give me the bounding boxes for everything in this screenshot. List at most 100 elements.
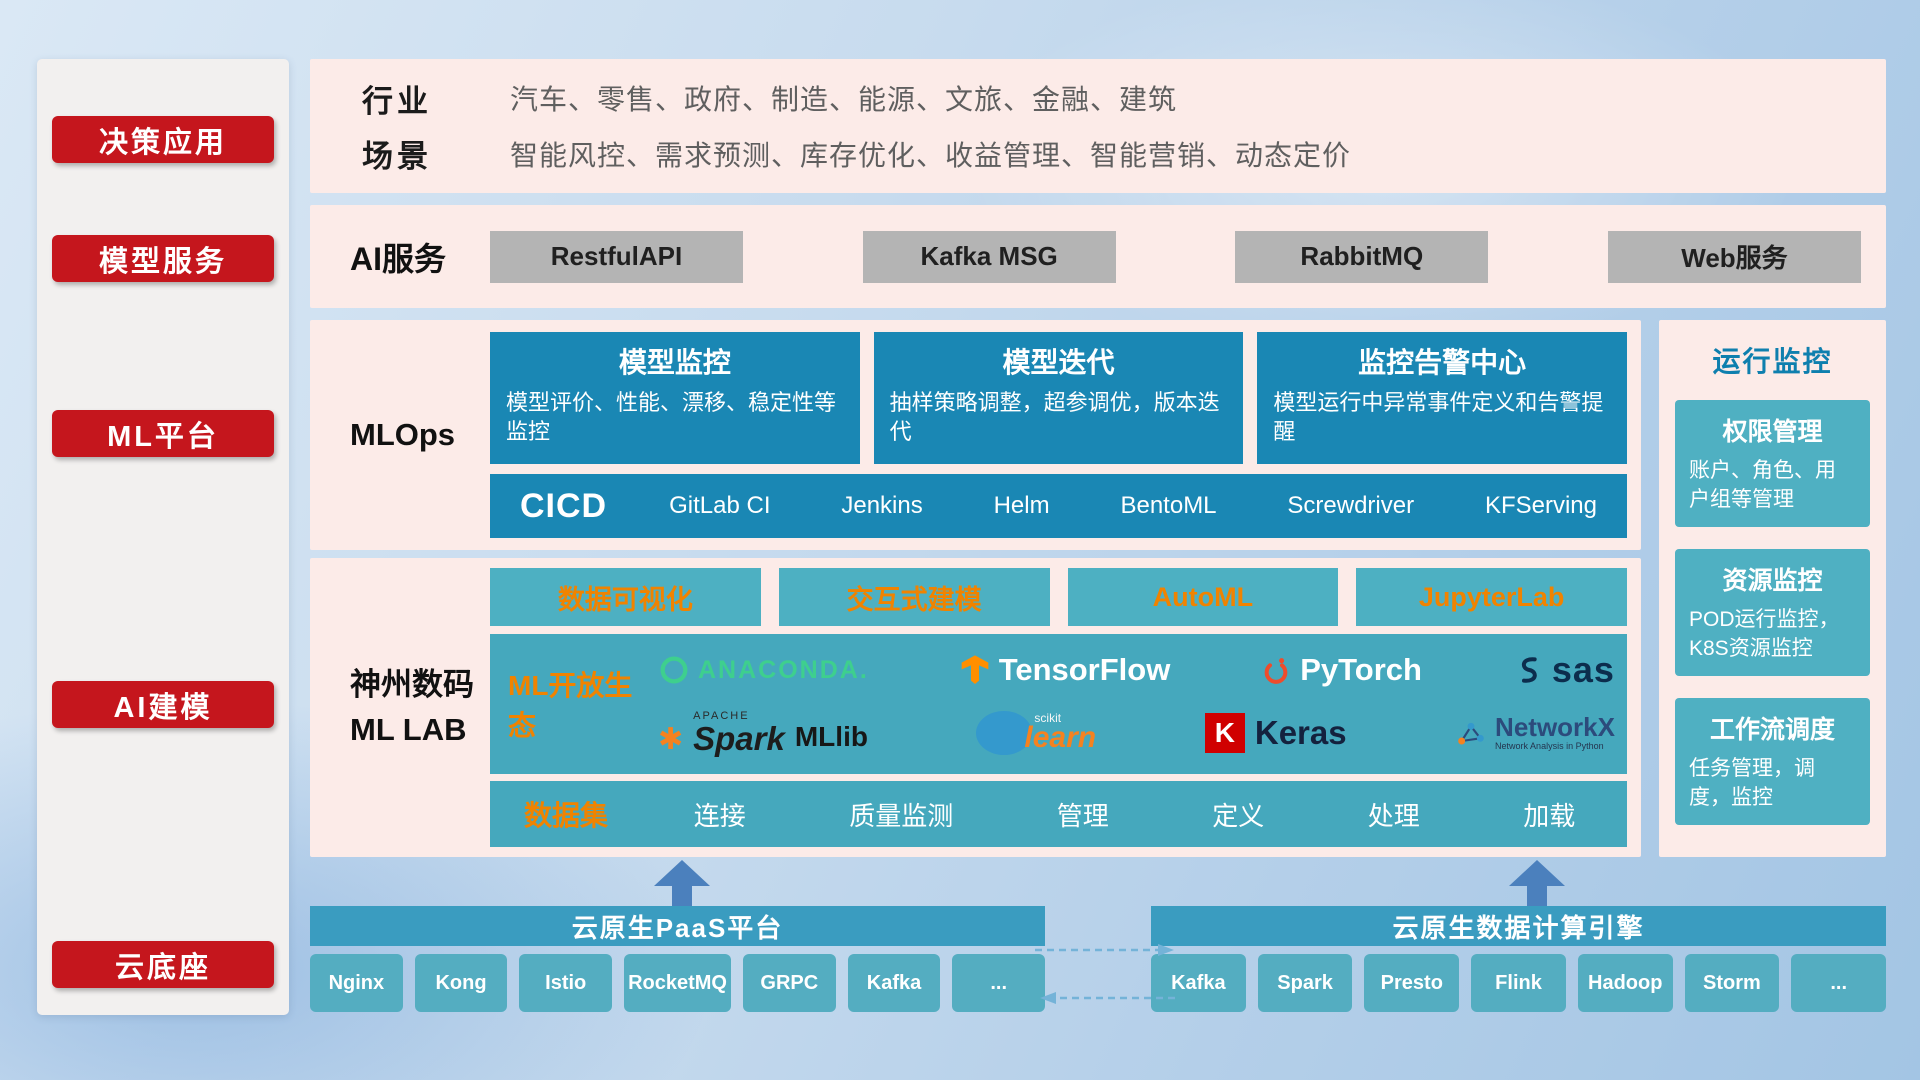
cicd-item-screwdriver: Screwdriver	[1287, 492, 1415, 519]
industry-label: 行业	[362, 83, 432, 119]
workflow-scheduling-card: 工作流调度 任务管理，调度，监控	[1675, 697, 1870, 825]
keras-icon: K	[1204, 712, 1245, 753]
automl-button: AutoML	[1067, 568, 1339, 626]
networkx-icon	[1458, 722, 1484, 745]
ai-service-label: AI服务	[350, 240, 447, 277]
rocketmq-chip: RocketMQ	[624, 954, 731, 1012]
runtime-monitor-title: 运行监控	[1712, 346, 1833, 377]
tensorflow-text: TensorFlow	[998, 652, 1171, 688]
industry-line: 行业 汽车、零售、政府、制造、能源、文旅、金融、建筑	[362, 76, 1866, 121]
mlops-cards: 模型监控 模型评价、性能、漂移、稳定性等监控 模型迭代 抽样策略调整，超参调优，…	[490, 332, 1628, 464]
card-desc: 账户、角色、用户组等管理	[1689, 459, 1836, 511]
spark-star-icon: ✱	[658, 722, 684, 756]
cicd-item-jenkins: Jenkins	[841, 492, 923, 519]
dataset-item-process: 处理	[1367, 800, 1420, 831]
istio-chip: Istio	[519, 954, 613, 1012]
card-desc: POD运行监控，K8S资源监控	[1689, 607, 1840, 660]
keras-text: Keras	[1254, 713, 1347, 751]
card-title: 资源监控	[1722, 566, 1823, 595]
web-service-button: Web服务	[1607, 230, 1861, 283]
kafka-chip: Kafka	[1151, 954, 1246, 1012]
cicd-item-gitlab-ci: GitLab CI	[669, 492, 771, 519]
dataset-item-connect: 连接	[693, 800, 746, 831]
industry-value: 汽车、零售、政府、制造、能源、文旅、金融、建筑	[510, 84, 1178, 116]
logo-row-bottom: ✱ APACHE Spark MLlib scikit learn	[658, 707, 1615, 759]
more-chip: ...	[952, 954, 1046, 1012]
ml-ecosystem-box: ML开放生态 ANACONDA. TensorFlow	[490, 634, 1627, 774]
spark-chip: Spark	[1257, 954, 1353, 1012]
ml-ecosystem-logos: ANACONDA. TensorFlow PyTorch sas	[658, 634, 1627, 774]
interactive-modeling-button: 交互式建模	[778, 568, 1050, 626]
layer-label-decision-apps: 决策应用	[52, 116, 274, 163]
spark-mllib-logo: ✱ APACHE Spark MLlib	[658, 710, 868, 757]
scikit-learn-logo: scikit learn	[976, 707, 1096, 759]
kafka-msg-button: Kafka MSG	[862, 230, 1116, 283]
flink-chip: Flink	[1471, 954, 1566, 1012]
up-arrow-right	[1509, 860, 1565, 906]
arrow-stem	[672, 886, 692, 906]
card-title: 权限管理	[1722, 418, 1823, 446]
nginx-chip: Nginx	[310, 954, 403, 1012]
networkx-text-stack: NetworkX Network Analysis in Python	[1495, 713, 1615, 751]
tensorflow-icon	[961, 655, 989, 685]
pytorch-text: PyTorch	[1300, 652, 1422, 688]
ai-service-buttons: RestfulAPI Kafka MSG RabbitMQ Web服务	[490, 230, 1861, 283]
dataset-items: 连接 质量监测 管理 定义 处理 加载	[642, 796, 1627, 833]
runtime-monitor-panel: 运行监控 权限管理 账户、角色、用户组等管理 资源监控 POD运行监控，K8S资…	[1659, 320, 1886, 857]
cicd-items: GitLab CI Jenkins Helm BentoML Screwdriv…	[669, 492, 1597, 520]
ai-service-panel: AI服务 RestfulAPI Kafka MSG RabbitMQ Web服务	[310, 205, 1886, 308]
mlops-body: 模型监控 模型评价、性能、漂移、稳定性等监控 模型迭代 抽样策略调整，超参调优，…	[490, 332, 1628, 538]
card-title: 模型迭代	[1002, 347, 1115, 378]
ml-lab-label-line1: 神州数码	[350, 666, 474, 702]
resource-monitor-card: 资源监控 POD运行监控，K8S资源监控	[1675, 548, 1870, 676]
scenario-label: 场景	[362, 139, 432, 175]
anaconda-text: ANACONDA.	[698, 655, 869, 684]
storm-chip: Storm	[1684, 954, 1780, 1012]
networkx-subtitle: Network Analysis in Python	[1495, 741, 1604, 751]
card-title: 工作流调度	[1709, 715, 1835, 744]
paas-platform-header: 云原生PaaS平台	[310, 906, 1045, 946]
layer-label-ai-modeling: AI建模	[52, 681, 274, 728]
layer-label-model-service: 模型服务	[52, 235, 274, 282]
data-visualization-button: 数据可视化	[490, 568, 761, 626]
card-desc: 任务管理，调度，监控	[1689, 756, 1815, 809]
anaconda-icon	[660, 656, 688, 684]
ml-lab-label: 神州数码 ML LAB	[350, 568, 490, 847]
card-desc: 模型评价、性能、漂移、稳定性等监控	[506, 390, 837, 445]
spark-text-stack: APACHE Spark	[693, 710, 785, 757]
rabbitmq-button: RabbitMQ	[1235, 230, 1489, 283]
scenario-line: 场景 智能风控、需求预测、库存优化、收益管理、智能营销、动态定价	[362, 131, 1866, 176]
kong-chip: Kong	[414, 954, 508, 1012]
dataset-item-manage: 管理	[1056, 800, 1109, 831]
scenario-value: 智能风控、需求预测、库存优化、收益管理、智能营销、动态定价	[510, 139, 1352, 171]
ml-ecosystem-title: ML开放生态	[508, 670, 633, 741]
paas-components: Nginx Kong Istio RocketMQ GRPC Kafka ...	[310, 954, 1046, 1012]
pytorch-logo: PyTorch	[1260, 652, 1422, 688]
grpc-chip: GRPC	[742, 954, 836, 1012]
scikit-learn-icon	[976, 710, 1033, 755]
spark-text: Spark	[693, 719, 785, 757]
dataset-item-define: 定义	[1212, 800, 1265, 831]
scikit-learn-text: learn	[1024, 720, 1097, 754]
ml-lab-top-buttons: 数据可视化 交互式建模 AutoML JupyterLab	[490, 568, 1627, 626]
restfulapi-button: RestfulAPI	[490, 230, 743, 283]
cicd-item-helm: Helm	[993, 492, 1050, 519]
cicd-title: CICD	[520, 486, 608, 525]
mlops-panel: MLOps 模型监控 模型评价、性能、漂移、稳定性等监控 模型迭代 抽样策略调整…	[310, 320, 1641, 550]
kafka-chip: Kafka	[847, 954, 941, 1012]
layer-label-cloud-base: 云底座	[52, 941, 274, 988]
scikit-small-text: scikit	[1034, 710, 1062, 725]
dataset-item-load: 加载	[1523, 800, 1576, 831]
cicd-bar: CICD GitLab CI Jenkins Helm BentoML Scre…	[490, 474, 1627, 538]
ml-lab-label-line2: ML LAB	[350, 711, 467, 747]
presto-chip: Presto	[1364, 954, 1460, 1012]
mlops-label: MLOps	[350, 416, 456, 452]
layer-sidebar: 决策应用 模型服务 ML平台 AI建模 云底座	[37, 59, 289, 1015]
anaconda-logo: ANACONDA.	[658, 654, 869, 686]
more-chip: ...	[1791, 954, 1887, 1012]
alert-center-card: 监控告警中心 模型运行中异常事件定义和告警提醒	[1257, 332, 1628, 464]
tensorflow-logo: TensorFlow	[959, 652, 1171, 688]
industry-scenario-panel: 行业 汽车、零售、政府、制造、能源、文旅、金融、建筑 场景 智能风控、需求预测、…	[310, 59, 1886, 193]
cicd-item-kfserving: KFServing	[1484, 492, 1597, 519]
